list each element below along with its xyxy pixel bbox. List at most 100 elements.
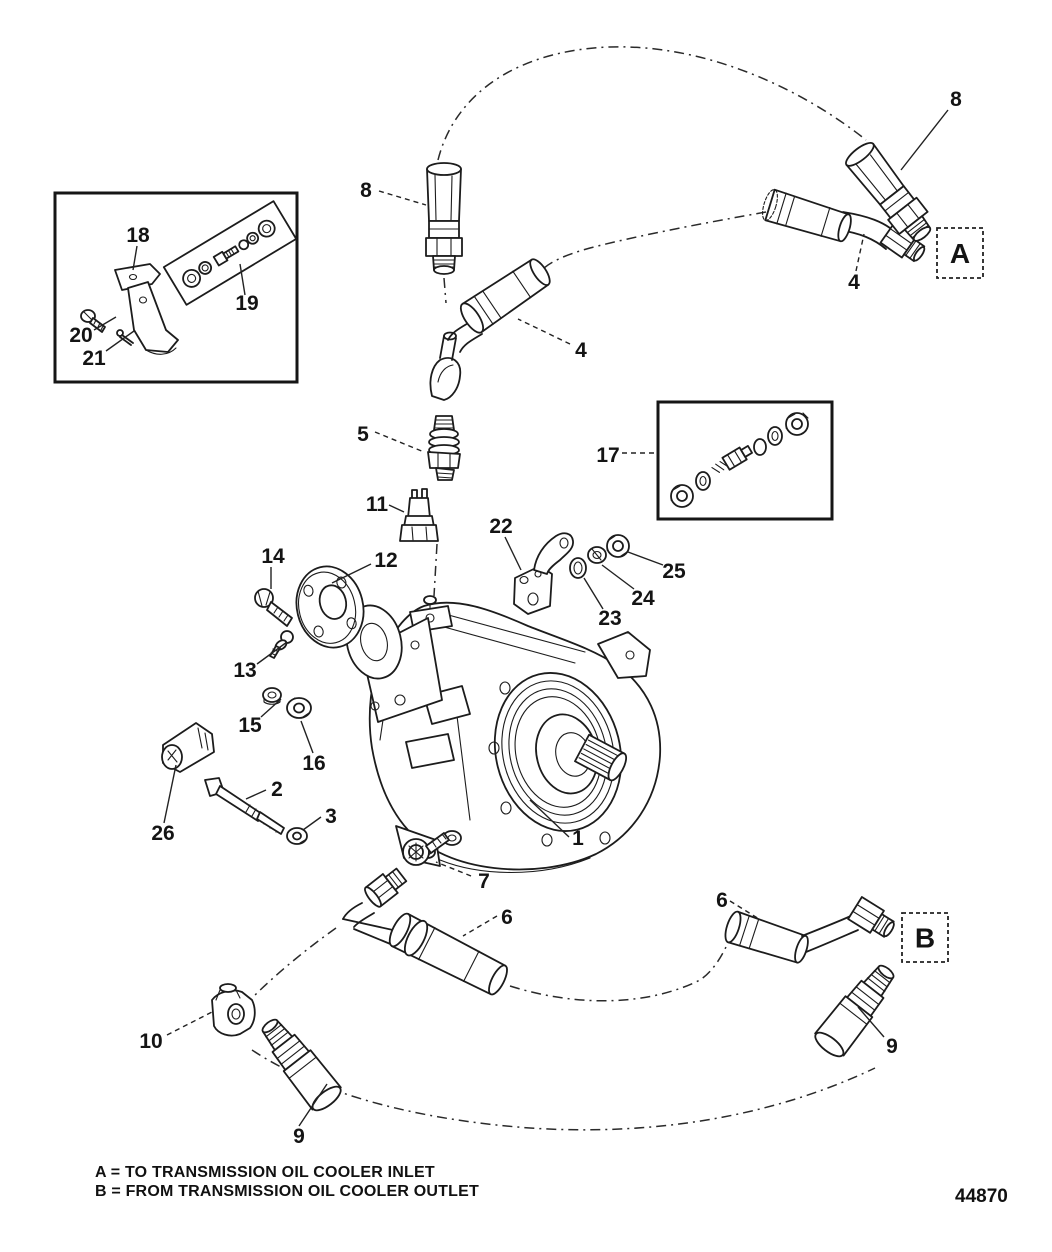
callout-leader-6 (729, 900, 760, 920)
hose-4-tube-end (429, 331, 462, 401)
bracket-22 (513, 532, 574, 615)
fitting-kit-17 (656, 400, 834, 521)
callout-label-8: 8 (360, 179, 372, 202)
hose-route-elbow-10 (251, 927, 337, 999)
callout-leader-7 (435, 861, 472, 877)
housing-boss-lower (405, 733, 455, 769)
callout-leader-12 (331, 563, 372, 584)
kit-strip-19 (162, 200, 298, 306)
callout-label-1: 1 (572, 827, 584, 850)
callout-label-4: 4 (848, 271, 860, 294)
callout-label-5: 5 (357, 423, 369, 446)
callout-label-9: 9 (886, 1035, 898, 1058)
washer-23 (569, 557, 587, 579)
bolt-7 (402, 832, 450, 866)
nut-15 (262, 687, 282, 705)
lock-washer-24 (587, 546, 607, 564)
callout-leader-4 (855, 233, 865, 272)
callout-label-13: 13 (233, 659, 256, 682)
screw-13 (269, 630, 294, 659)
hose-route-6 (509, 931, 733, 1002)
callout-leader-2 (245, 789, 267, 800)
screw-20 (80, 309, 106, 333)
callout-label-3: 3 (325, 805, 337, 828)
fitting-8-left (425, 162, 463, 275)
bolt-2 (204, 777, 285, 835)
hose-route-4 (537, 211, 767, 275)
annotation-layer: 1234456678899101112131415161718192021222… (69, 88, 984, 1148)
hose-route-vertical (433, 277, 447, 597)
output-shaft (574, 733, 628, 782)
sensor-11 (399, 488, 439, 542)
callout-label-4: 4 (575, 339, 587, 362)
fitting-5 (427, 415, 461, 481)
callout-label-16: 16 (302, 752, 325, 775)
kit17-fitting (711, 445, 753, 473)
nut-25 (606, 534, 630, 558)
flange-12 (295, 565, 365, 649)
callout-leader-13 (256, 641, 288, 665)
hose-route-top-a (437, 46, 867, 161)
callout-label-17: 17 (596, 444, 619, 467)
connection-box-B (901, 912, 949, 963)
callout-label-26: 26 (151, 822, 174, 845)
callout-leader-22 (504, 536, 522, 571)
callout-label-9: 9 (293, 1125, 305, 1148)
transmission-assembly (345, 595, 662, 873)
callout-label-25: 25 (662, 560, 686, 583)
bolt-14 (254, 588, 293, 627)
callout-leader-19 (239, 263, 246, 296)
fitting-9-left (252, 1010, 347, 1116)
callout-leader-10 (166, 1011, 213, 1036)
kit-box-18-21 (53, 191, 299, 384)
kit17-nut-2 (785, 412, 809, 436)
callout-leader-21 (105, 330, 135, 352)
callout-leader-6 (462, 915, 498, 937)
callout-label-12: 12 (374, 549, 397, 572)
callout-label-14: 14 (261, 545, 285, 568)
callout-leader-15 (260, 698, 282, 718)
callout-leader-20 (93, 316, 117, 331)
callout-leader-4 (517, 318, 571, 345)
hose-routes (251, 46, 876, 1131)
callout-leader-1 (529, 799, 570, 838)
callout-label-18: 18 (126, 224, 150, 247)
callout-leader-18 (132, 245, 138, 271)
callout-label-10: 10 (139, 1030, 162, 1053)
callout-label-21: 21 (82, 347, 106, 370)
callout-leader-9 (857, 1006, 885, 1038)
hose-4-middle (447, 258, 551, 353)
hose-6-right (724, 896, 895, 964)
hose-6-left (342, 867, 508, 996)
pin-21 (116, 329, 134, 346)
callout-label-22: 22 (489, 515, 512, 538)
plug-26 (161, 722, 215, 773)
callout-label-20: 20 (69, 324, 92, 347)
callout-label-8: 8 (950, 88, 962, 111)
bracket-18 (114, 263, 179, 355)
callout-label-2: 2 (271, 778, 283, 801)
housing-top-flange (597, 631, 651, 679)
callout-leader-25 (627, 551, 664, 566)
callout-leader-3 (302, 816, 322, 831)
callout-leader-11 (388, 504, 405, 513)
connection-label-B: B (915, 923, 935, 954)
callout-leader-16 (300, 720, 314, 754)
nut-16 (286, 697, 312, 719)
callout-leader-23 (583, 577, 604, 610)
callout-leader-9 (298, 1083, 328, 1127)
bell-housing (493, 672, 623, 832)
callout-label-6: 6 (501, 906, 513, 929)
callout-leader-5 (374, 431, 425, 453)
legend-line-b: B = FROM TRANSMISSION OIL COOLER OUTLET (95, 1183, 479, 1200)
legend-line-a: A = TO TRANSMISSION OIL COOLER INLET (95, 1164, 435, 1181)
callout-leader-8 (378, 190, 427, 206)
callout-label-7: 7 (478, 870, 490, 893)
connection-label-A: A (950, 238, 970, 269)
callout-label-19: 19 (235, 292, 258, 315)
connection-box-A (936, 227, 984, 279)
callout-label-23: 23 (598, 607, 621, 630)
drawing-number: 44870 (955, 1186, 1008, 1207)
